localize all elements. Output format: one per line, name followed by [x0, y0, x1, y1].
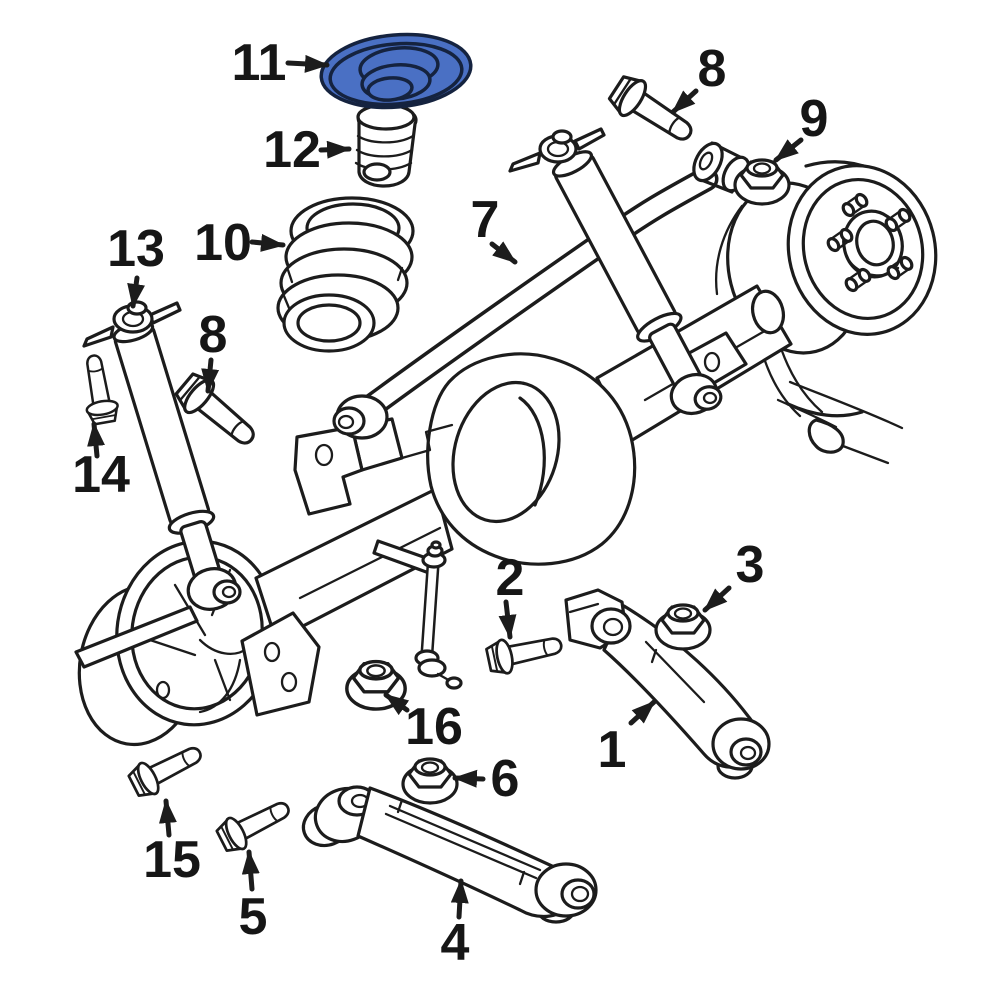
bolt-8-right: [604, 69, 702, 154]
callout-arrow-1: [628, 699, 657, 726]
callout-7-track-bar: 7: [471, 191, 500, 249]
shock-absorber-right: [508, 127, 723, 416]
callout-arrow-4: [450, 878, 469, 920]
upper-control-arm: [564, 588, 771, 780]
callout-arrow-6: [452, 769, 486, 788]
callout-5-bolt: 5: [239, 888, 268, 946]
callout-3-nut: 3: [736, 536, 765, 594]
callout-16-nut: 16: [405, 698, 463, 756]
callout-2-bolt: 2: [496, 549, 525, 607]
spring-isolator-highlighted: [319, 32, 473, 110]
jounce-bumper: [354, 103, 418, 188]
callout-12-jounce-bumper: 12: [263, 121, 321, 179]
differential-housing: [426, 352, 637, 566]
nut-3: [654, 603, 712, 651]
callout-arrow-2: [498, 599, 517, 640]
callout-15-bolt: 15: [143, 831, 201, 889]
track-bar: [332, 141, 751, 440]
callout-arrow-8-left: [201, 357, 220, 394]
shock-absorber-left: [82, 300, 242, 611]
callout-arrow-14: [87, 421, 106, 459]
wheel-stud: [826, 192, 914, 293]
callout-4-lower-control-arm: 4: [441, 914, 470, 972]
bolt-15: [124, 735, 209, 803]
callout-9-nut: 9: [800, 90, 829, 148]
sway-bar-link: [372, 539, 463, 690]
callout-arrow-12: [318, 140, 352, 159]
callout-arrow-9: [773, 137, 804, 163]
bolt-14: [76, 351, 122, 427]
callout-arrow-7: [489, 241, 518, 265]
callout-arrow-5: [241, 849, 260, 892]
bolt-2: [483, 626, 566, 678]
callout-arrow-11: [285, 54, 330, 73]
spring-perch-bracket: [240, 611, 321, 717]
callout-14-bolt: 14: [72, 446, 130, 504]
callout-6-nut: 6: [491, 750, 520, 808]
lower-control-arm: [301, 785, 598, 924]
callout-arrow-15: [158, 798, 177, 838]
bracket-blade: [74, 605, 199, 669]
track-bar-bracket: [293, 425, 364, 516]
callout-arrow-8-right: [670, 88, 699, 115]
callouts: 11 12 10 13 8 14 7 8 9 2 3 1 16 6 5 15 4: [72, 34, 828, 972]
callout-arrow-13: [127, 275, 146, 309]
bolt-5: [212, 790, 297, 858]
callout-10-coil-spring: 10: [194, 214, 252, 272]
callout-8-right-bolt: 8: [698, 40, 727, 98]
callout-11-spring-isolator: 11: [232, 34, 287, 92]
callout-13-shock-absorber: 13: [107, 220, 165, 278]
coil-spring: [276, 196, 415, 353]
callout-8-left-bolt: 8: [199, 306, 228, 364]
callout-1-upper-control-arm: 1: [598, 721, 627, 779]
callout-arrow-10: [249, 233, 286, 252]
callout-arrow-16: [383, 692, 410, 716]
nut-6: [401, 757, 459, 805]
callout-arrow-3: [702, 585, 732, 613]
